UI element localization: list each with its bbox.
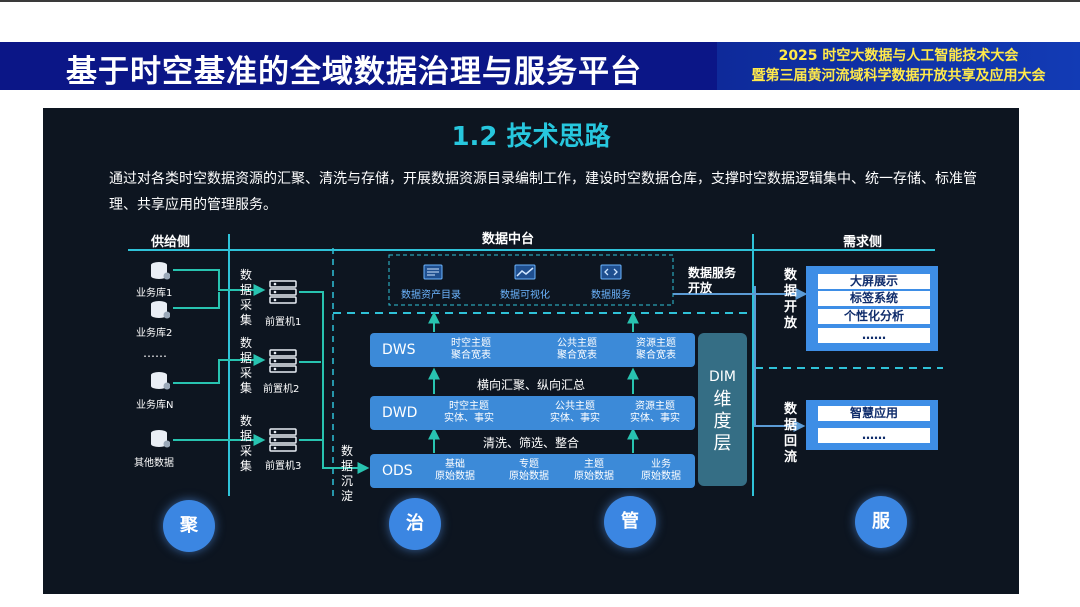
slide-panel: 1.2 技术思路 通过对各类时空数据资源的汇聚、清洗与存储，开展数据资源目录编制…: [43, 108, 1019, 594]
layer-cell: 专题 原始数据: [509, 459, 549, 482]
database-ellipsis: ……: [143, 346, 167, 360]
data-open-label: 数据开放: [783, 268, 797, 331]
supply-side-header: 供给侧: [151, 235, 191, 250]
between-lower-label: 清洗、筛选、整合: [483, 436, 580, 450]
open-item: 标签系统: [818, 291, 930, 306]
conference-badge: 2025 时空大数据与人工智能技术大会 暨第三届黄河流域科学数据开放共享及应用大…: [717, 42, 1080, 90]
open-item: 大屏展示: [818, 274, 930, 289]
layer-cell: 资源主题 实体、事实: [630, 401, 680, 424]
layer-cell: 公共主题 聚合宽表: [557, 338, 597, 361]
layer-dws: DWS 时空主题 聚合宽表 公共主题 聚合宽表 资源主题 聚合宽表: [370, 333, 695, 367]
stage-circle-govern: 治: [389, 498, 441, 550]
stage-circle-serve: 服: [855, 496, 907, 548]
banner-title: 基于时空基准的全域数据治理与服务平台: [66, 54, 642, 90]
layer-cell: 时空主题 聚合宽表: [451, 338, 491, 361]
front-machine-label-1: 前置机1: [265, 317, 302, 328]
collect-label-3: 数据采集: [239, 414, 252, 473]
layer-dwd: DWD 时空主题 实体、事实 公共主题 实体、事实 资源主题 实体、事实: [370, 396, 695, 430]
layer-name: DWS: [382, 342, 416, 358]
open-item: 个性化分析: [818, 309, 930, 324]
service-data-service: 数据服务: [591, 290, 631, 301]
settle-label: 数据沉淀: [340, 444, 353, 503]
open-item: ……: [818, 328, 930, 343]
layer-cell: 基础 原始数据: [435, 459, 475, 482]
return-item: 智慧应用: [818, 406, 930, 421]
layer-cell: 公共主题 实体、事实: [550, 401, 600, 424]
database-label-n: 业务库N: [136, 400, 174, 411]
between-upper-label: 横向汇聚、纵向汇总: [477, 378, 586, 392]
service-visualization: 数据可视化: [500, 290, 550, 301]
collect-label-1: 数据采集: [239, 268, 252, 327]
return-items-box: 智慧应用 ……: [806, 400, 938, 450]
stage-circle-manage: 管: [604, 496, 656, 548]
dim-en-label: DIM: [709, 369, 736, 385]
layer-name: DWD: [382, 405, 418, 421]
stage-circle-gather: 聚: [163, 500, 215, 552]
open-items-box: 大屏展示 标签系统 个性化分析 ……: [806, 266, 938, 351]
diagram-lines: [128, 234, 943, 498]
conference-line2: 暨第三届黄河流域科学数据开放共享及应用大会: [751, 68, 1046, 84]
front-machine-label-3: 前置机3: [265, 461, 302, 472]
top-border: [0, 0, 1080, 2]
data-return-label: 数据回流: [783, 402, 797, 465]
return-item: ……: [818, 428, 930, 443]
layer-cell: 业务 原始数据: [641, 459, 681, 482]
layer-ods: ODS 基础 原始数据 专题 原始数据 主题 原始数据 业务 原始数据: [370, 454, 695, 488]
database-label-other: 其他数据: [134, 458, 174, 469]
layer-cell: 资源主题 聚合宽表: [636, 338, 676, 361]
conference-line1: 2025 时空大数据与人工智能技术大会: [778, 48, 1019, 64]
collect-label-2: 数据采集: [239, 336, 252, 395]
dim-cn-label: 维度层: [713, 389, 732, 454]
demand-side-header: 需求侧: [843, 235, 883, 250]
database-label-1: 业务库1: [136, 288, 173, 299]
service-asset-catalog: 数据资产目录: [401, 290, 461, 301]
title-banner: 基于时空基准的全域数据治理与服务平台 2025 时空大数据与人工智能技术大会 暨…: [0, 42, 1080, 90]
layer-cell: 时空主题 实体、事实: [444, 401, 494, 424]
section-title: 1.2 技术思路: [451, 122, 611, 152]
database-label-2: 业务库2: [136, 328, 173, 339]
service-open-label: 数据服务开放: [688, 266, 737, 295]
front-machine-label-2: 前置机2: [263, 384, 300, 395]
dim-layer: DIM 维度层: [698, 333, 747, 486]
layer-name: ODS: [382, 463, 413, 479]
layer-cell: 主题 原始数据: [574, 459, 614, 482]
middle-platform-header: 数据中台: [482, 232, 535, 247]
section-intro: 通过对各类时空数据资源的汇聚、清洗与存储，开展数据资源目录编制工作，建设时空数据…: [109, 171, 977, 213]
